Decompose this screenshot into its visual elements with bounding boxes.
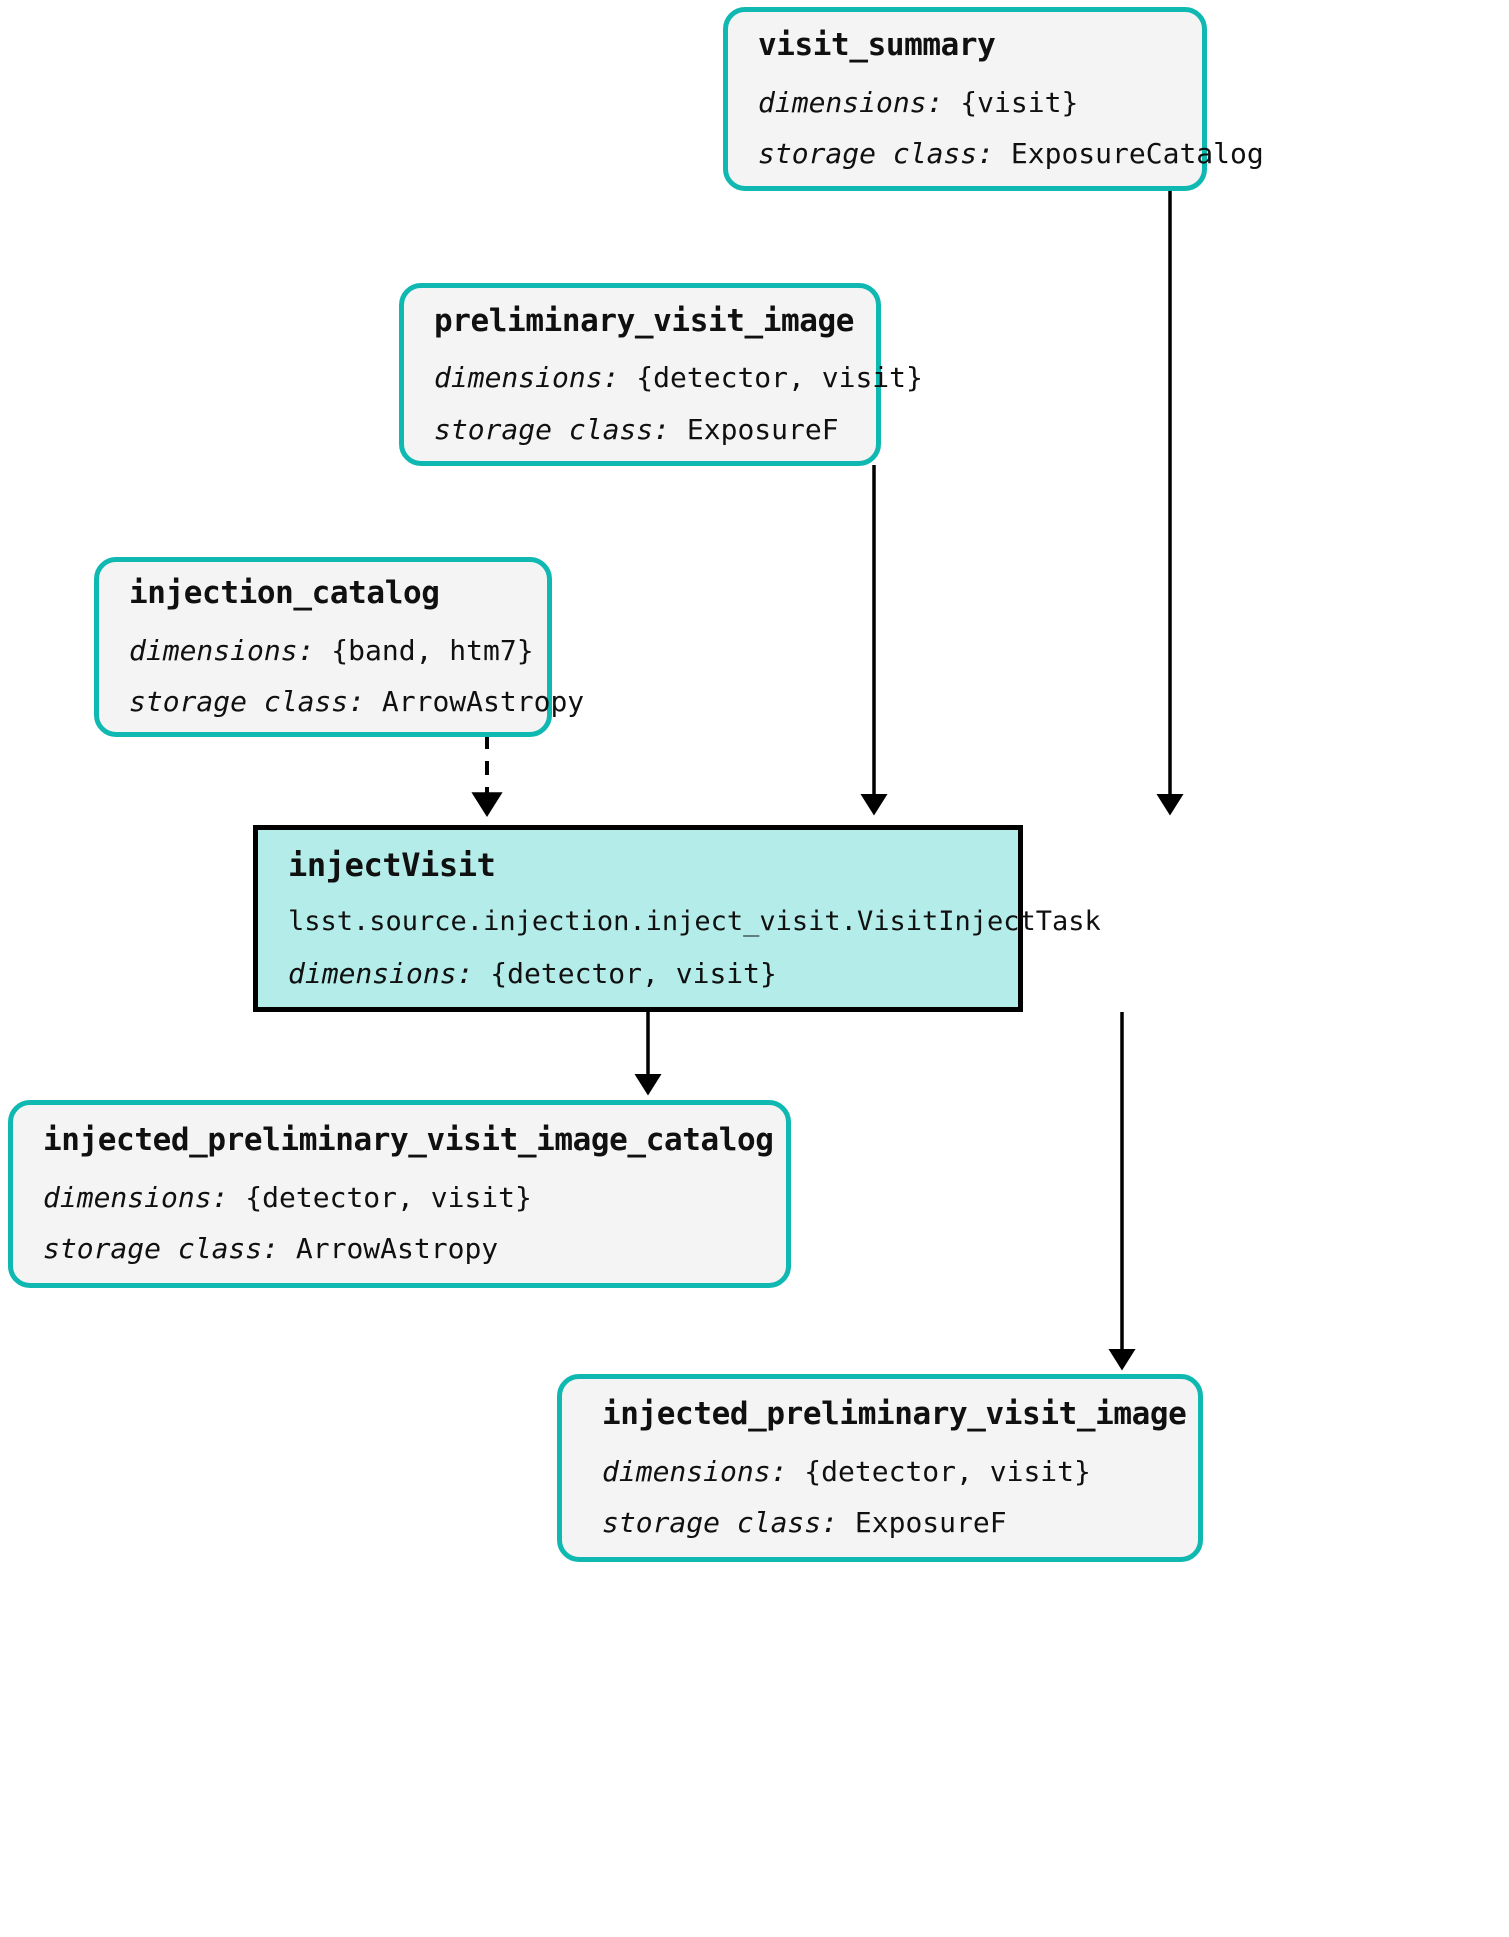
storage-class-value: ArrowAstropy xyxy=(381,685,585,719)
storage-class-label: storage class: xyxy=(434,412,687,446)
dimensions-label: dimensions: xyxy=(43,1180,246,1214)
dimensions-label: dimensions: xyxy=(602,1454,805,1488)
dimensions-label: dimensions: xyxy=(288,956,491,990)
storage-class-value: ArrowAstropy xyxy=(295,1232,499,1266)
node-dimensions-line: dimensions: {detector, visit} xyxy=(404,361,923,395)
storage-class-label: storage class: xyxy=(43,1232,296,1266)
node-dimensions-line: dimensions: {detector, visit} xyxy=(562,1457,1198,1486)
dimensions-value: {band, htm7} xyxy=(331,633,534,667)
node-injected-preliminary-visit-image[interactable]: injected_preliminary_visit_image dimensi… xyxy=(557,1374,1203,1562)
node-storage-line: storage class: ExposureF xyxy=(562,1508,1198,1537)
node-dimensions-line: dimensions: {detector, visit} xyxy=(13,1183,786,1212)
dimensions-value: {detector, visit} xyxy=(804,1454,1091,1488)
node-storage-line: storage class: ArrowAstropy xyxy=(13,1234,786,1263)
node-title: preliminary_visit_image xyxy=(434,302,855,339)
node-title: injected_preliminary_visit_image_catalog xyxy=(43,1122,774,1159)
node-title: injectVisit xyxy=(288,845,496,884)
dimensions-label: dimensions: xyxy=(129,633,332,667)
dimensions-label: dimensions: xyxy=(434,361,637,395)
node-task-class: lsst.source.injection.inject_visit.Visit… xyxy=(288,906,1101,938)
node-storage-line: storage class: ArrowAstropy xyxy=(99,685,584,719)
node-inject-visit-task[interactable]: injectVisit lsst.source.injection.inject… xyxy=(253,825,1101,1012)
dimensions-value: {visit} xyxy=(960,85,1079,119)
dimensions-value: {detector, visit} xyxy=(636,361,923,395)
node-title: injection_catalog xyxy=(129,575,440,612)
node-injected-preliminary-visit-image-catalog[interactable]: injected_preliminary_visit_image_catalog… xyxy=(8,1100,791,1288)
node-title: visit_summary xyxy=(758,27,996,64)
node-dimensions-line: dimensions: {visit} xyxy=(728,88,1202,117)
dimensions-value: {detector, visit} xyxy=(490,956,777,990)
node-dimensions-line: dimensions: {band, htm7} xyxy=(99,636,547,665)
node-dimensions-line: dimensions: {detector, visit} xyxy=(258,959,1018,988)
node-storage-line: storage class: ExposureCatalog xyxy=(728,137,1264,171)
dimensions-value: {detector, visit} xyxy=(245,1180,532,1214)
node-storage-line: storage class: ExposureF xyxy=(404,415,876,444)
node-preliminary-visit-image[interactable]: preliminary_visit_image dimensions: {det… xyxy=(399,283,923,466)
dimensions-label: dimensions: xyxy=(758,85,961,119)
storage-class-label: storage class: xyxy=(602,1506,855,1540)
storage-class-label: storage class: xyxy=(758,137,1011,171)
storage-class-value: ExposureF xyxy=(686,412,839,446)
storage-class-value: ExposureCatalog xyxy=(1010,137,1264,171)
storage-class-value: ExposureF xyxy=(854,1506,1007,1540)
node-visit-summary[interactable]: visit_summary dimensions: {visit} storag… xyxy=(723,7,1264,191)
storage-class-label: storage class: xyxy=(129,685,382,719)
node-title: injected_preliminary_visit_image xyxy=(602,1396,1187,1433)
node-injection-catalog[interactable]: injection_catalog dimensions: {band, htm… xyxy=(94,557,584,737)
